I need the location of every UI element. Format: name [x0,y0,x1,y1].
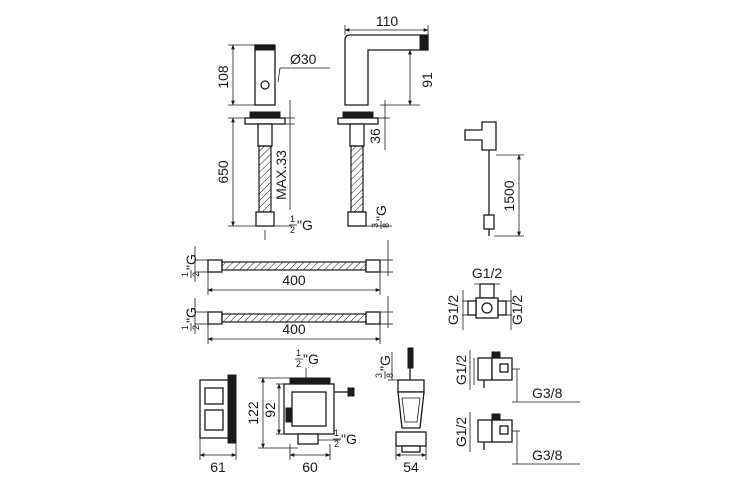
svg-text:3: 3 [370,223,380,228]
svg-text:"G: "G [373,205,389,221]
sensor-valve: 3 8 "G 54 [374,347,427,475]
tee-fitting: G1/2 G1/2 G1/2 [445,265,525,330]
dim-valve2-right: G3/8 [532,447,563,463]
dim-max-thickness: MAX.33 [273,150,289,200]
svg-text:2: 2 [296,359,301,369]
dim-spout-reach: 110 [376,13,399,29]
svg-text:2: 2 [334,439,339,449]
dim-spout-diameter: Ø30 [290,51,317,67]
hose-1: 400 1 2 "G [180,240,393,295]
dim-hose-length-1: 400 [282,272,306,288]
svg-text:1: 1 [290,214,295,224]
control-box-side: 61 [199,374,237,475]
thread-label-half-hose1: 1 2 "G [180,254,201,278]
dim-box-height: 122 [245,401,261,425]
control-box-front: 122 92 60 1 2 "G 1 2 "G [245,348,357,475]
dim-valve-width: 54 [403,459,419,475]
dim-outlet-height: 91 [419,72,435,88]
thread-label-half-box-top: 1 2 "G [295,348,319,369]
svg-text:1: 1 [180,325,190,330]
valve-2: G1/2 G3/8 [453,412,580,465]
dim-valve1-left: G1/2 [453,355,469,386]
svg-text:1: 1 [180,272,190,277]
svg-text:"G: "G [183,307,199,323]
thread-label-three-eighths-valve: 3 8 "G [374,355,395,379]
faucet-side-view: 110 91 36 3 8 "G [337,13,435,229]
dim-cable-length: 1500 [501,180,517,211]
svg-text:8: 8 [385,373,395,378]
dim-valve2-left: G1/2 [453,417,469,448]
svg-text:1: 1 [296,348,301,358]
dim-box-side: 61 [210,459,226,475]
thread-label-half-front: 1 2 "G [289,214,313,235]
svg-text:2: 2 [290,225,295,235]
svg-text:1: 1 [334,428,339,438]
svg-text:"G: "G [341,431,357,447]
svg-text:3: 3 [374,373,384,378]
dim-spout-height: 108 [215,65,231,89]
thread-label-three-eighths-side: 3 8 "G [370,205,391,229]
svg-text:2: 2 [191,325,201,330]
thread-label-half-box-bottom: 1 2 "G [333,428,357,449]
valve-1: G1/2 G3/8 [453,350,580,403]
svg-text:"G: "G [303,351,319,367]
dim-box-width: 60 [302,459,318,475]
dim-tee-right: G1/2 [509,295,525,326]
faucet-front-view: 108 Ø30 650 MAX.33 1 2 "G [215,44,330,240]
svg-text:8: 8 [381,223,391,228]
dim-box-inner: 92 [262,402,278,418]
dim-shank-length: 650 [215,160,231,184]
svg-text:"G: "G [297,217,313,233]
dim-shank-36: 36 [367,128,383,144]
hose-2: 400 1 2 "G [180,296,393,344]
thread-label-half-hose2: 1 2 "G [180,307,201,331]
svg-text:"G: "G [183,254,199,270]
dim-hose-length-2: 400 [282,321,306,337]
dim-tee-left: G1/2 [445,295,461,326]
dim-valve1-right: G3/8 [532,385,563,401]
dim-tee-top: G1/2 [472,265,503,281]
svg-text:2: 2 [191,272,201,277]
power-adapter: 1500 [464,121,524,237]
svg-text:"G: "G [377,355,393,371]
